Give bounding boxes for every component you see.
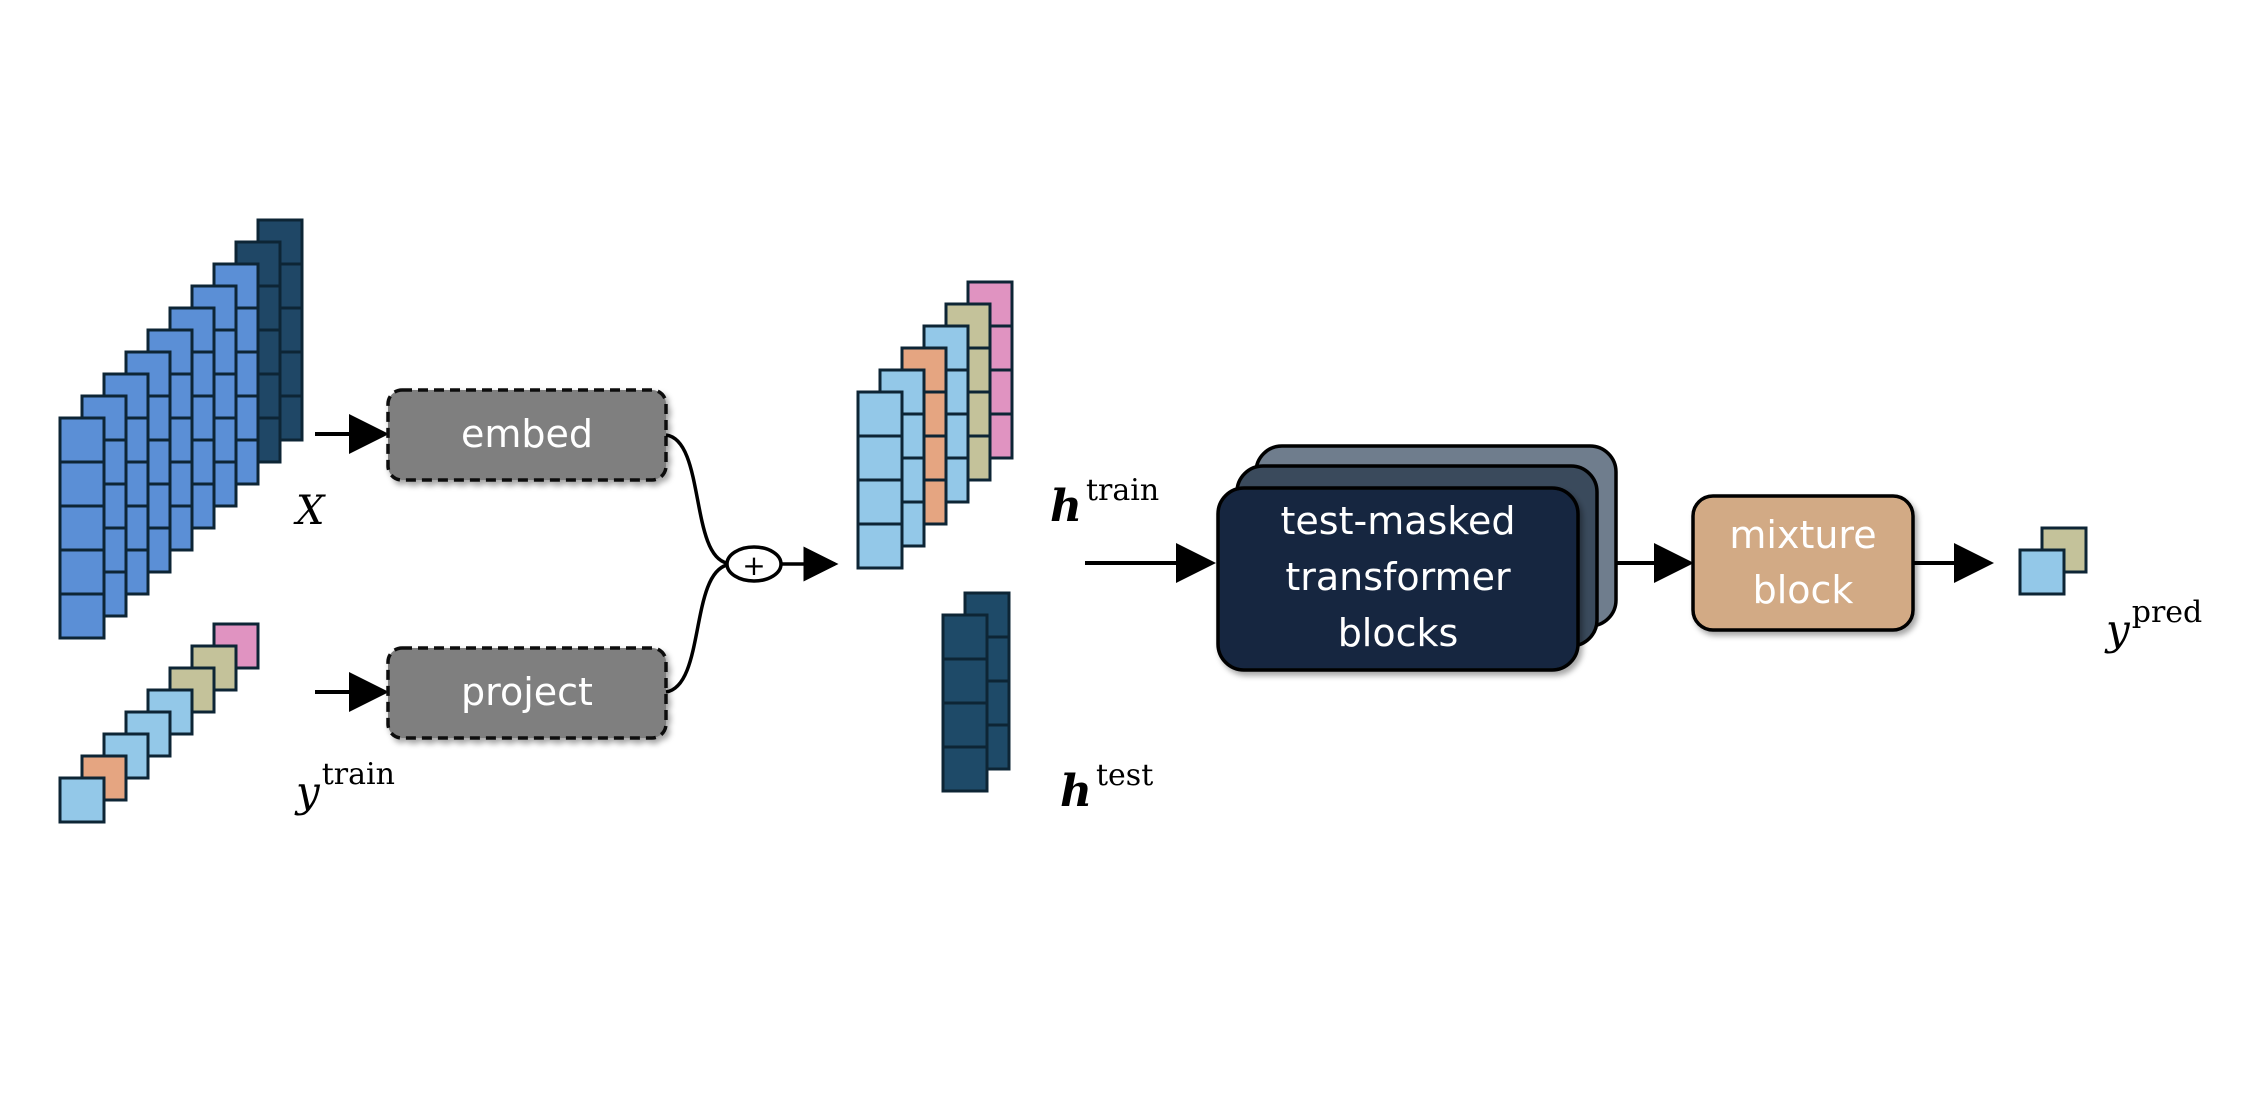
- y-pred-output: [2018, 526, 2088, 596]
- embed-label: embed: [461, 412, 593, 456]
- h-train-cell: [856, 390, 904, 438]
- transformer-blocks: test-masked transformer blocks: [1216, 444, 1618, 672]
- project-box: project: [386, 646, 668, 740]
- h-test-sup: test: [1096, 758, 1153, 793]
- mixture-block: mixture block: [1691, 494, 1915, 632]
- transformer-label-line-1: test-masked: [1281, 499, 1516, 543]
- transformer-label-line-2: transformer: [1285, 555, 1511, 599]
- sum-node: +: [725, 545, 783, 583]
- h-test-cell: [941, 613, 989, 661]
- h-train-sup: train: [1086, 473, 1159, 508]
- transformer-label-line-3: blocks: [1338, 611, 1459, 655]
- x-cell: [58, 592, 106, 640]
- h-train-cell: [856, 522, 904, 570]
- h-test-cell: [941, 745, 989, 793]
- x-input-stack: [58, 218, 304, 640]
- x-label: X: [293, 488, 326, 534]
- embed-box: embed: [386, 388, 668, 482]
- h-train-base: h: [1050, 481, 1082, 532]
- x-cell: [58, 416, 106, 464]
- y-train-sup: train: [322, 757, 395, 792]
- project-label: project: [461, 670, 593, 714]
- x-cell: [58, 548, 106, 596]
- h-train-cell: [856, 434, 904, 482]
- curve-embed-to-sum: [665, 433, 728, 565]
- h-train-stack: [856, 280, 1014, 570]
- curve-project-to-sum: [665, 563, 728, 694]
- h-test-stack: [941, 591, 1011, 793]
- x-cell: [58, 460, 106, 508]
- mixture-label-line-2: block: [1753, 568, 1854, 612]
- h-test-cell: [941, 701, 989, 749]
- y-train-label: ytrain: [294, 757, 395, 816]
- x-cell: [58, 504, 106, 552]
- y-pred-label: ypred: [2104, 595, 2202, 654]
- y-train-cell: [58, 776, 106, 824]
- mixture-label-line-1: mixture: [1729, 513, 1876, 557]
- y-train-base: y: [294, 767, 321, 816]
- transformer-block-front: [1216, 486, 1580, 672]
- h-test-cell: [941, 657, 989, 705]
- h-train-cell: [856, 478, 904, 526]
- plus-icon: +: [742, 549, 765, 582]
- y-pred-sup: pred: [2132, 595, 2203, 630]
- y-pred-cell: [2018, 548, 2066, 596]
- h-test-base: h: [1060, 766, 1092, 817]
- y-pred-base: y: [2104, 605, 2131, 654]
- y-train-input-stack: [58, 622, 260, 824]
